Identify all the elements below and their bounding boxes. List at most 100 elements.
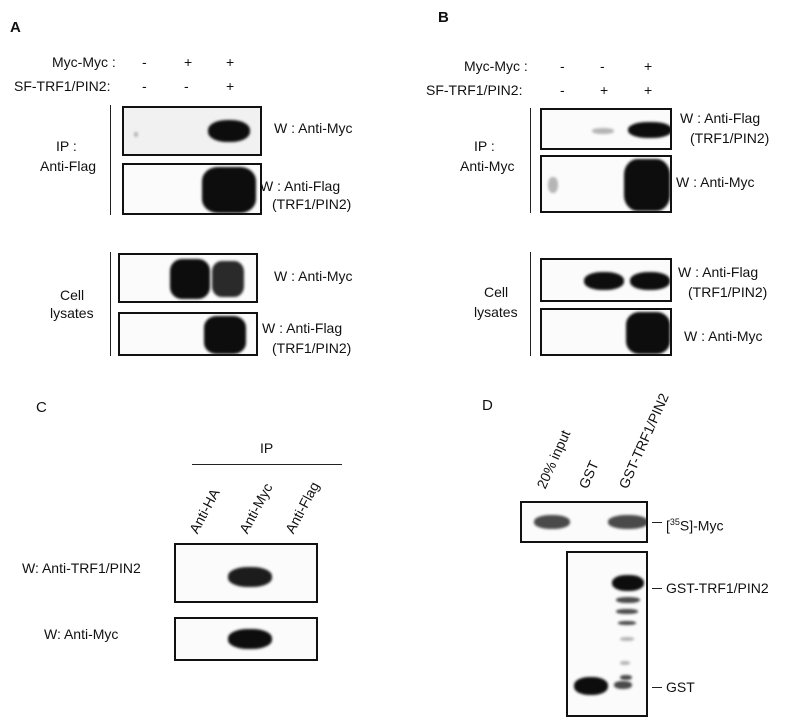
panel-b-blot4-label: W : Anti-Myc: [684, 328, 763, 344]
band-ladder: [618, 621, 636, 625]
panel-c-ip-line: [192, 464, 342, 465]
panel-d-gst-tick: [652, 687, 662, 688]
band: [170, 259, 210, 299]
panel-b-sign-r2-l3: +: [644, 82, 653, 98]
panel-a-ip-myc-blot: [122, 106, 262, 156]
panel-b-myc-myc-label: Myc-Myc :: [464, 58, 528, 74]
panel-d-label: D: [482, 397, 493, 414]
panel-a-sign-r2-l2: -: [184, 78, 189, 94]
band: [228, 567, 272, 587]
band: [534, 515, 570, 529]
panel-b-ip-antibody: Anti-Myc: [460, 158, 515, 174]
panel-b-blot1-sublabel: (TRF1/PIN2): [690, 130, 770, 146]
panel-a-lysate-bracket: [110, 252, 111, 356]
panel-a-ip-label: IP :: [56, 138, 77, 154]
band-smear: [548, 177, 558, 193]
panel-d-gst-trf1-label: GST-TRF1/PIN2: [666, 580, 769, 596]
band: [624, 159, 670, 211]
panel-a-lysate-myc-blot: [118, 253, 258, 303]
bracket-open: [: [666, 517, 670, 534]
band: [592, 128, 614, 134]
panel-a-sign-r2-l3: +: [226, 78, 235, 94]
panel-c-lane-anti-flag: Anti-Flag: [281, 479, 323, 536]
panel-a-blot2-label: W : Anti-Flag: [260, 178, 341, 194]
panel-c-ip-label: IP: [260, 440, 274, 456]
panel-a-myc-myc-label: Myc-Myc :: [52, 54, 116, 70]
panel-a-label: A: [10, 19, 21, 36]
band-ladder: [620, 661, 630, 665]
panel-b-lysates-label: lysates: [474, 304, 518, 320]
band-ladder: [620, 637, 634, 641]
band-ladder: [616, 609, 638, 614]
panel-d-myc-tick: [652, 522, 662, 523]
band: [628, 122, 670, 138]
panel-a-blot4-sublabel: (TRF1/PIN2): [272, 340, 352, 356]
band-gst-trf1: [612, 575, 644, 591]
panel-a-ip-bracket: [110, 105, 111, 215]
panel-b-ip-flag-blot: [540, 108, 672, 150]
panel-b-ip-label: IP :: [474, 138, 495, 154]
isotope-superscript: 35: [669, 517, 680, 527]
panel-d-gst-trf1-tick: [652, 588, 662, 589]
panel-a-sign-r1-l3: +: [226, 54, 235, 70]
panel-a-cell-label: Cell: [60, 287, 85, 303]
panel-b-ip-myc-blot: [540, 155, 672, 213]
band: [584, 272, 624, 290]
band: [208, 120, 250, 142]
band: [202, 167, 256, 213]
panel-a-sign-r2-l1: -: [142, 78, 147, 94]
panel-b-lysate-flag-blot: [540, 258, 672, 302]
band-gst: [574, 677, 608, 695]
band: [630, 272, 670, 290]
myc-label-text: S]-Myc: [679, 517, 724, 534]
band-gst: [614, 681, 632, 689]
panel-b-lysate-bracket: [530, 252, 531, 356]
band: [626, 312, 670, 354]
band: [228, 629, 272, 649]
panel-b-lysate-myc-blot: [540, 308, 672, 356]
panel-b-ip-bracket: [530, 108, 531, 213]
panel-d-myc-blot: [520, 501, 648, 543]
panel-c-trf1-blot: [174, 543, 318, 603]
panel-d-coomassie-gel: [566, 551, 648, 717]
panel-a-sf-trf1-label: SF-TRF1/PIN2:: [14, 78, 111, 94]
band-ladder: [616, 597, 640, 603]
panel-a-ip-antibody: Anti-Flag: [40, 158, 97, 174]
panel-a-blot4-label: W : Anti-Flag: [262, 320, 343, 336]
band-ladder: [620, 675, 632, 680]
panel-b-blot1-label: W : Anti-Flag: [680, 110, 761, 126]
panel-a-blot3-label: W : Anti-Myc: [274, 268, 353, 284]
panel-a-blot1-label: W : Anti-Myc: [274, 120, 353, 136]
panel-c-blot2-label: W: Anti-Myc: [44, 626, 119, 642]
panel-a-lysate-flag-blot: [118, 312, 258, 356]
panel-b-sign-r1-l1: -: [560, 58, 565, 74]
panel-b-blot2-label: W : Anti-Myc: [676, 174, 755, 190]
panel-a-lysates-label: lysates: [50, 305, 94, 321]
panel-b-label: B: [438, 9, 449, 26]
panel-d-myc-label: [35S]-Myc: [666, 514, 723, 534]
band: [212, 261, 244, 297]
panel-b-sf-trf1-label: SF-TRF1/PIN2:: [426, 82, 523, 98]
panel-b-sign-r1-l2: -: [600, 58, 605, 74]
panel-c-label: C: [36, 399, 47, 416]
panel-a-sign-r1-l2: +: [184, 54, 193, 70]
panel-a-ip-flag-blot: [122, 163, 262, 215]
panel-d-gst-label: GST: [666, 679, 695, 695]
panel-d-lane-input: 20% input: [533, 427, 574, 491]
panel-b-sign-r1-l3: +: [644, 58, 653, 74]
panel-d-lane-gst-trf1: GST-TRF1/PIN2: [615, 390, 672, 491]
band: [608, 515, 646, 529]
panel-c-lane-anti-ha: Anti-HA: [185, 485, 223, 536]
panel-b-blot3-sublabel: (TRF1/PIN2): [688, 284, 768, 300]
panel-d-lane-gst: GST: [575, 458, 602, 491]
panel-c-lane-anti-myc: Anti-Myc: [235, 480, 276, 536]
band-speck: [134, 132, 138, 137]
panel-a-blot2-sublabel: (TRF1/PIN2): [272, 196, 352, 212]
panel-c-blot1-label: W: Anti-TRF1/PIN2: [22, 560, 141, 576]
panel-c-myc-blot: [174, 617, 318, 661]
panel-b-blot3-label: W : Anti-Flag: [678, 264, 759, 280]
panel-a-sign-r1-l1: -: [142, 54, 147, 70]
band: [204, 316, 246, 354]
panel-b-sign-r2-l1: -: [560, 82, 565, 98]
panel-b-sign-r2-l2: +: [600, 82, 609, 98]
